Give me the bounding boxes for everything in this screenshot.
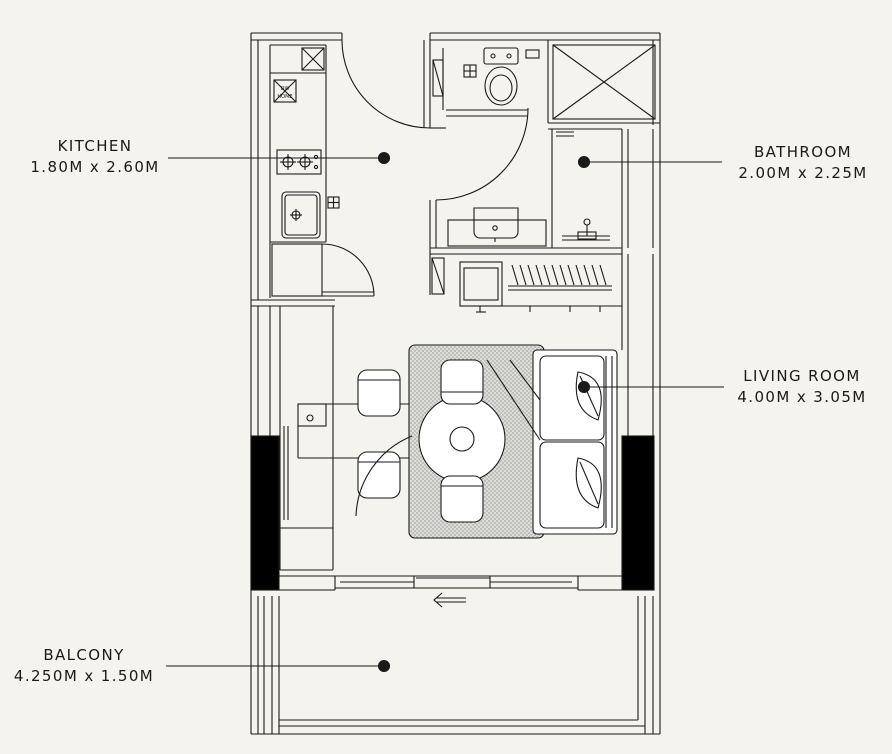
bathroom-size: 2.00M x 2.25M	[738, 164, 868, 182]
living-room-size: 4.00M x 3.05M	[737, 388, 867, 406]
living-room-name: LIVING ROOM	[743, 367, 861, 385]
shower-mixer	[562, 218, 610, 241]
living-leader	[577, 380, 724, 394]
outer-walls	[250, 32, 661, 734]
slide-arrow-icon	[433, 592, 466, 608]
sofa	[486, 349, 618, 535]
bathroom-cabinet	[432, 48, 444, 110]
balcony-sliding-door	[279, 575, 622, 591]
cooktop	[276, 149, 322, 175]
bathroom-partition	[551, 129, 574, 248]
bathroom-sink	[447, 207, 547, 247]
dishwasher-text-2: HOME	[277, 94, 292, 100]
balcony-leader	[166, 659, 391, 673]
living-door-swing	[355, 435, 413, 517]
dining-chair	[357, 359, 484, 523]
structural-columns	[250, 435, 655, 591]
shower-area	[552, 44, 656, 120]
living-right-panels	[621, 129, 654, 436]
entrance-door	[341, 33, 431, 129]
dining-table	[418, 395, 506, 483]
kitchen-counter	[269, 44, 327, 298]
bathroom-leader	[577, 155, 722, 169]
bathroom-name: BATHROOM	[753, 143, 852, 161]
wardrobe	[431, 257, 622, 313]
kitchen-sink	[281, 191, 340, 239]
balcony-label: BALCONY 4.250M x 1.50M	[8, 645, 160, 687]
balcony-size: 4.250M x 1.50M	[13, 667, 155, 685]
balcony	[251, 596, 660, 735]
dishwasher-text-1: DW	[281, 86, 290, 92]
fridge-unit	[270, 241, 375, 297]
balcony-name: BALCONY	[43, 646, 125, 664]
kitchen-leader	[168, 151, 391, 165]
bathroom-label: BATHROOM 2.00M x 2.25M	[726, 142, 880, 184]
toilet	[463, 47, 540, 106]
kitchen-name: KITCHEN	[57, 137, 133, 155]
kitchen-size: 1.80M x 2.60M	[30, 158, 160, 176]
kitchen-label: KITCHEN 1.80M x 2.60M	[20, 136, 170, 178]
living-room-label: LIVING ROOM 4.00M x 3.05M	[728, 366, 876, 408]
bathroom-walls	[423, 40, 660, 310]
dishwasher	[273, 79, 297, 103]
hanger-rail	[511, 264, 607, 286]
